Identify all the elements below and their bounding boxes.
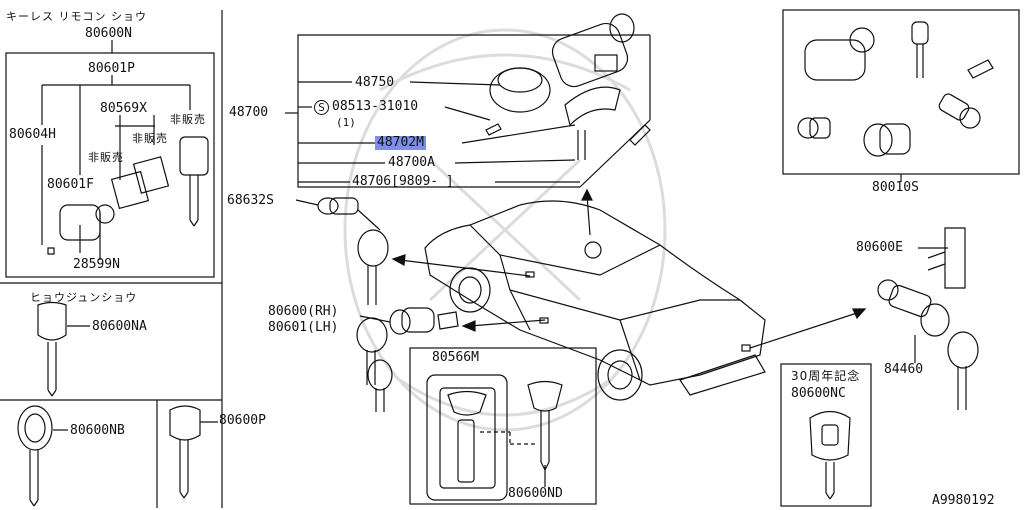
key-68632-drawing [357,229,389,305]
part-label-rear-cylinder: 84460 [884,362,924,377]
key-nc-drawing [809,410,851,500]
part-label-bolt: 08513-31010 [332,99,419,114]
car-drawing [424,200,766,401]
not-sold-label-3: 非販売 [88,151,124,164]
key-p-drawing [169,405,201,499]
door-cylinder-drawing [389,307,459,335]
part-label-cylinder-set: 80010S [872,180,919,195]
part-label-key-na: 80600NA [92,319,147,334]
part-label-fob-case: 80569X [100,101,147,116]
battery-drawing [95,204,115,224]
part-label-ignition-a: 48700A [388,155,435,170]
watermark [343,28,667,432]
not-sold-label-2: 非販売 [132,132,168,145]
part-label-key-nb: 80600NB [70,423,125,438]
rear-cylinder-drawing [877,279,979,410]
cylinder-set-drawing [797,21,994,157]
part-label-key-p: 80600P [219,413,266,428]
part-label-battery: 28599N [73,257,120,272]
diagram-code: A9980192 [932,493,995,508]
cylinder-set-box [782,9,1020,175]
key-nd-drawing [527,380,563,471]
not-sold-label-1: 非販売 [170,113,206,126]
key-na-drawing [37,301,67,397]
trunk-cylinder-drawing [317,197,381,231]
key-nb-drawing [17,405,53,507]
part-label-key-nd: 80600ND [508,486,563,501]
fob-key-head-drawing [179,136,209,176]
part-label-key-card: 80566M [432,350,479,365]
part-label-door-cyl-rh: 80600(RH) [268,304,339,319]
part-label-ignition-switch: 48750 [355,75,395,90]
keyless-remote-title: キーレス リモコン ショウ [6,10,147,23]
part-label-fob-front: 80601F [47,177,94,192]
part-label-fob-assy: 80601P [88,61,135,76]
key-door-drawing [356,317,393,412]
part-label-ignition-group: 48700 [229,105,269,120]
fob-front-drawing [59,204,101,241]
part-label-ignition-bracket: 48706[9809- ] [352,174,454,189]
part-label-trunk-cylinder: 68632S [227,193,274,208]
key-card-box [409,347,597,505]
ignition-switch-drawing [489,13,635,113]
part-label-door-cyl-lh: 80601(LH) [268,320,339,335]
door-cylinder-kit-drawing [927,227,966,289]
part-label-key-nc: 80600NC [791,386,846,401]
anniversary-title: 30周年記念 [791,369,861,383]
standard-key-title: ヒョウジュンショウ [30,291,138,304]
anniversary-box [780,363,872,507]
part-label-screw: 80604H [9,127,56,142]
column-clamp-drawing [564,86,621,127]
part-label-bolt-qty: (1) [336,116,356,129]
ignition-group-outline [297,34,650,188]
keyless-box [5,52,215,278]
bolt-symbol: S [314,100,329,115]
part-label-keyless-set: 80600N [85,26,132,41]
part-label-highlighted: 48702M [375,135,426,150]
part-label-door-cyl-kit: 80600E [856,240,903,255]
key-card-drawing [426,374,508,501]
